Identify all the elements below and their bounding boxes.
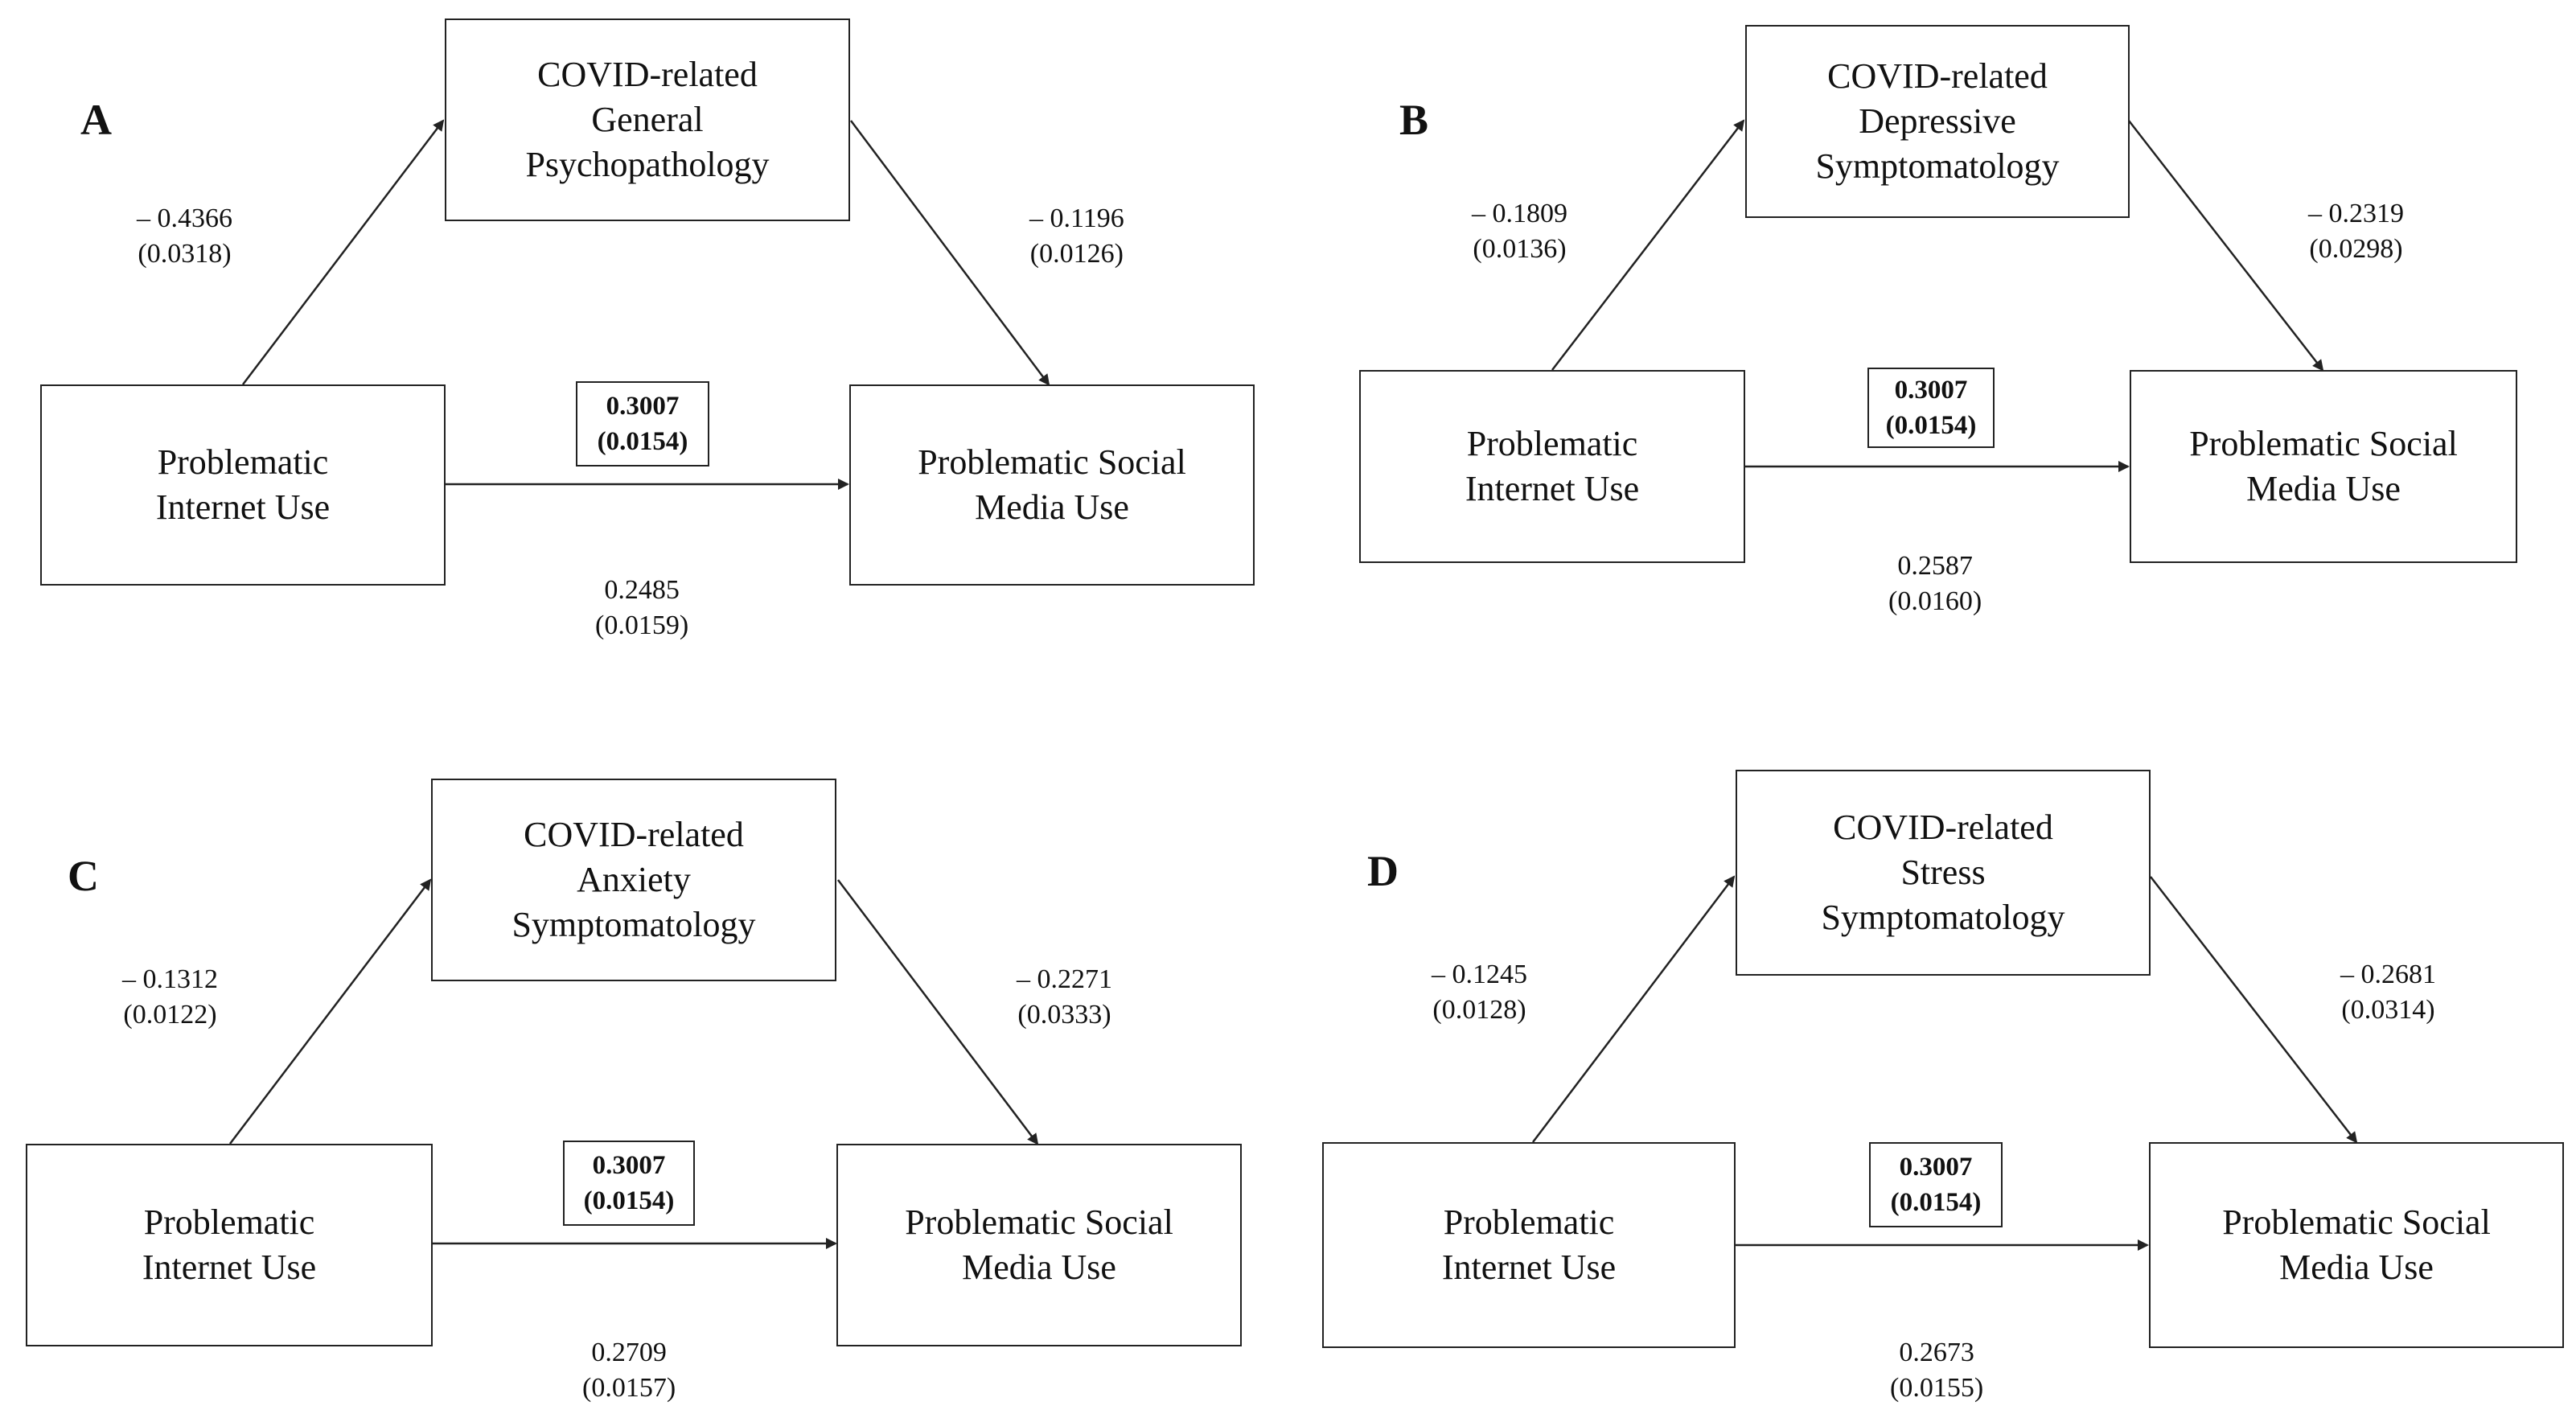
total-effect-box: 0.3007(0.0154) <box>1867 368 1995 448</box>
arrow-b-path <box>2150 876 2358 1144</box>
path-b-coefficient: – 0.2271(0.0333) <box>1017 964 1112 1030</box>
path-arrows <box>1551 119 2324 472</box>
direct-effect-coefficient: 0.2587(0.0160) <box>1888 551 1982 616</box>
total-effect-box: 0.3007(0.0154) <box>1869 1142 2003 1227</box>
direct-effect-coefficient: 0.2709(0.0157) <box>582 1338 676 1403</box>
path-arrows <box>242 119 1050 490</box>
path-a-coefficient: – 0.1312(0.0122) <box>122 964 218 1030</box>
panel-label: B <box>1399 96 1429 144</box>
arrow-a-path <box>1532 875 1736 1143</box>
arrow-b-path <box>2128 120 2324 372</box>
direct-effect-coefficient: 0.2485(0.0159) <box>595 575 689 640</box>
path-arrows <box>229 878 1039 1249</box>
total-effect-box: 0.3007(0.0154) <box>563 1141 695 1226</box>
path-b-coefficient: – 0.1196(0.0126) <box>1029 203 1124 269</box>
path-a-coefficient: – 0.1245(0.0128) <box>1432 960 1527 1025</box>
panel-label: D <box>1367 847 1399 895</box>
path-a-coefficient: – 0.1809(0.0136) <box>1472 199 1567 264</box>
panel-label: A <box>80 96 112 144</box>
arrow-b-path <box>837 879 1039 1145</box>
path-a-coefficient: – 0.4366(0.0318) <box>137 203 232 269</box>
arrow-a-path <box>1551 119 1745 371</box>
arrow-a-path <box>229 878 432 1145</box>
arrow-a-path <box>242 119 445 385</box>
panel-label: C <box>68 852 99 900</box>
direct-effect-coefficient: 0.2673(0.0155) <box>1890 1338 1984 1403</box>
total-effect-box: 0.3007(0.0154) <box>576 381 709 467</box>
arrow-b-path <box>850 120 1050 386</box>
path-b-coefficient: – 0.2681(0.0314) <box>2340 960 2436 1025</box>
path-b-coefficient: – 0.2319(0.0298) <box>2308 199 2404 264</box>
